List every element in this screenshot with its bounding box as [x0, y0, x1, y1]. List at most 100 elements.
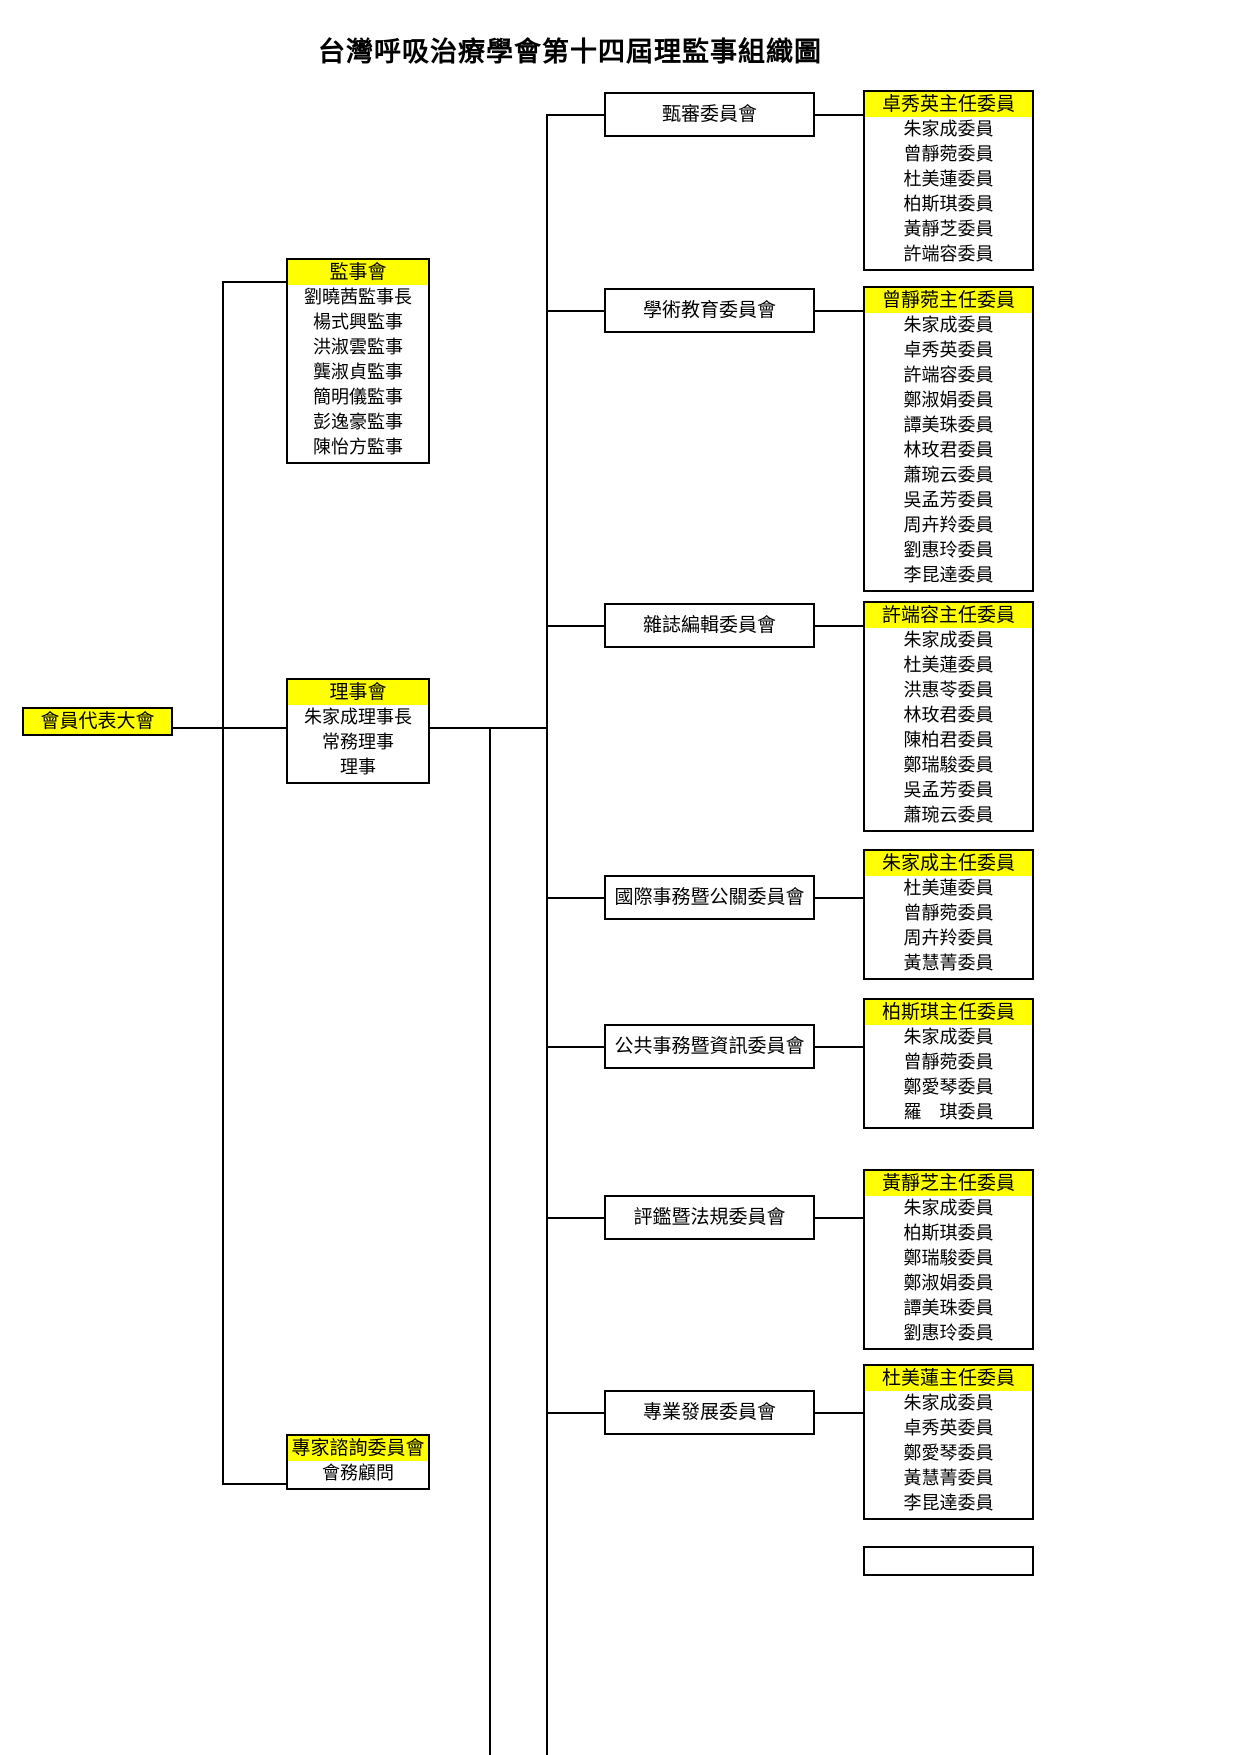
- node-committee-name-3[interactable]: 國際事務暨公關委員會: [604, 875, 815, 920]
- node-committee-name-0[interactable]: 甄審委員會: [604, 92, 815, 137]
- connector-to-committee-3: [546, 897, 604, 899]
- committee-chair-label: 柏斯琪主任委員: [865, 1000, 1032, 1025]
- committee-name-label: 國際事務暨公關委員會: [614, 886, 805, 908]
- board-of-directors-member: 朱家成理事長: [304, 707, 412, 728]
- committee-member: 曾靜菀委員: [903, 903, 994, 924]
- committee-name-label: 專業發展委員會: [642, 1401, 776, 1423]
- connector-committee-2-to-members: [815, 625, 863, 627]
- committee-member: 劉惠玲委員: [903, 540, 994, 561]
- supervisory-board-member: 陳怡方監事: [313, 437, 403, 458]
- supervisory-board-member: 彭逸豪監事: [313, 412, 403, 433]
- advisory-committee-member: 會務顧問: [322, 1463, 394, 1484]
- supervisory-board-member: 楊式興監事: [313, 312, 403, 333]
- node-committee-name-2[interactable]: 雜誌編輯委員會: [604, 603, 815, 648]
- board-of-directors-member: 理事: [340, 757, 376, 778]
- supervisory-board-header: 監事會: [288, 260, 428, 285]
- connector-trunk-to-supervisory: [222, 281, 286, 283]
- committee-member: 許端容委員: [903, 365, 994, 386]
- committee-member: 曾靜菀委員: [903, 144, 994, 165]
- committee-chair-label: 杜美蓮主任委員: [865, 1366, 1032, 1391]
- connector-to-committee-6: [546, 1412, 604, 1414]
- committee-member: 朱家成委員: [903, 119, 994, 140]
- committee-chair-label: 卓秀英主任委員: [865, 92, 1032, 117]
- committee-member: 周卉羚委員: [903, 928, 994, 949]
- node-committee-members-partial[interactable]: [863, 1546, 1034, 1576]
- node-committee-members-6[interactable]: 杜美蓮主任委員 朱家成委員 卓秀英委員 鄭愛琴委員 黃慧菁委員 李昆達委員: [863, 1364, 1034, 1520]
- connector-committee-trunk: [546, 114, 548, 1755]
- member-assembly-label: 會員代表大會: [24, 709, 171, 734]
- supervisory-board-member: 劉曉茜監事長: [304, 287, 412, 308]
- board-of-directors-header: 理事會: [288, 680, 428, 705]
- committee-chair-label: 許端容主任委員: [865, 603, 1032, 628]
- connector-to-committee-4: [546, 1046, 604, 1048]
- committee-member: 譚美珠委員: [903, 415, 994, 436]
- committee-member: 柏斯琪委員: [903, 194, 994, 215]
- connector-trunk-to-advisory: [222, 1483, 286, 1485]
- committee-member: 曾靜菀委員: [903, 1052, 994, 1073]
- supervisory-board-member: 簡明儀監事: [313, 387, 403, 408]
- node-committee-name-6[interactable]: 專業發展委員會: [604, 1390, 815, 1435]
- node-committee-name-4[interactable]: 公共事務暨資訊委員會: [604, 1024, 815, 1069]
- node-committee-members-0[interactable]: 卓秀英主任委員 朱家成委員 曾靜菀委員 杜美蓮委員 柏斯琪委員 黃靜芝委員 許端…: [863, 90, 1034, 271]
- committee-member: 李昆達委員: [903, 565, 994, 586]
- connector-committee-3-to-members: [815, 897, 863, 899]
- committee-member: 許端容委員: [903, 244, 994, 265]
- committee-member: 杜美蓮委員: [903, 878, 994, 899]
- committee-chair-label: 黃靜芝主任委員: [865, 1171, 1032, 1196]
- committee-member: 黃慧菁委員: [903, 953, 994, 974]
- committee-member: 鄭愛琴委員: [903, 1443, 994, 1464]
- node-member-assembly[interactable]: 會員代表大會: [22, 707, 173, 736]
- node-committee-members-3[interactable]: 朱家成主任委員 杜美蓮委員 曾靜菀委員 周卉羚委員 黃慧菁委員: [863, 849, 1034, 980]
- committee-member: 杜美蓮委員: [903, 169, 994, 190]
- committee-member: 周卉羚委員: [903, 515, 994, 536]
- connector-committee-5-to-members: [815, 1217, 863, 1219]
- connector-left-trunk: [222, 281, 224, 1483]
- committee-chair-label: 曾靜菀主任委員: [865, 288, 1032, 313]
- advisory-committee-header: 專家諮詢委員會: [288, 1436, 428, 1461]
- committee-member: 黃靜芝委員: [903, 219, 994, 240]
- node-committee-members-2[interactable]: 許端容主任委員 朱家成委員 杜美蓮委員 洪惠苓委員 林玫君委員 陳柏君委員 鄭瑞…: [863, 601, 1034, 832]
- connector-to-committee-2: [546, 625, 604, 627]
- node-advisory-committee[interactable]: 專家諮詢委員會 會務顧問: [286, 1434, 430, 1490]
- committee-member: 林玫君委員: [903, 705, 994, 726]
- node-committee-members-1[interactable]: 曾靜菀主任委員 朱家成委員 卓秀英委員 許端容委員 鄭淑娟委員 譚美珠委員 林玫…: [863, 286, 1034, 592]
- node-committee-members-4[interactable]: 柏斯琪主任委員 朱家成委員 曾靜菀委員 鄭愛琴委員 羅 琪委員: [863, 998, 1034, 1129]
- committee-member: 朱家成委員: [903, 1027, 994, 1048]
- committee-member: 陳柏君委員: [903, 730, 994, 751]
- committee-member: 卓秀英委員: [903, 1418, 994, 1439]
- board-of-directors-member: 常務理事: [322, 732, 394, 753]
- connector-committee-1-to-members: [815, 310, 863, 312]
- connector-assembly-to-trunk: [173, 727, 223, 729]
- committee-name-label: 公共事務暨資訊委員會: [614, 1035, 805, 1057]
- committee-member: 鄭淑娟委員: [903, 390, 994, 411]
- committee-member: 黃慧菁委員: [903, 1468, 994, 1489]
- committee-member: 劉惠玲委員: [903, 1323, 994, 1344]
- committee-member: 羅 琪委員: [903, 1102, 994, 1123]
- committee-member: 朱家成委員: [903, 1393, 994, 1414]
- committee-member: 杜美蓮委員: [903, 655, 994, 676]
- committee-member: 鄭愛琴委員: [903, 1077, 994, 1098]
- committee-member: 朱家成委員: [903, 630, 994, 651]
- committee-member: 柏斯琪委員: [903, 1223, 994, 1244]
- committee-member: 朱家成委員: [903, 315, 994, 336]
- committee-name-label: 甄審委員會: [661, 103, 757, 125]
- connector-to-committee-1: [546, 310, 604, 312]
- node-committee-members-5[interactable]: 黃靜芝主任委員 朱家成委員 柏斯琪委員 鄭瑞駿委員 鄭淑娟委員 譚美珠委員 劉惠…: [863, 1169, 1034, 1350]
- committee-member: 朱家成委員: [903, 1198, 994, 1219]
- committee-member: 卓秀英委員: [903, 340, 994, 361]
- committee-member: 吳孟芳委員: [903, 780, 994, 801]
- page-title: 台灣呼吸治療學會第十四屆理監事組織圖: [318, 37, 822, 68]
- connector-to-committee-5: [546, 1217, 604, 1219]
- node-committee-name-5[interactable]: 評鑑暨法規委員會: [604, 1195, 815, 1240]
- node-committee-name-1[interactable]: 學術教育委員會: [604, 288, 815, 333]
- committee-member: 蕭琬云委員: [903, 805, 994, 826]
- committee-member: 洪惠苓委員: [903, 680, 994, 701]
- connector-to-committee-0: [546, 114, 604, 116]
- committee-name-label: 雜誌編輯委員會: [642, 614, 776, 636]
- connector-committee-trunk-secondary: [489, 727, 491, 1755]
- committee-chair-label: 朱家成主任委員: [865, 851, 1032, 876]
- committee-member: 蕭琬云委員: [903, 465, 994, 486]
- node-board-of-directors[interactable]: 理事會 朱家成理事長 常務理事 理事: [286, 678, 430, 784]
- node-supervisory-board[interactable]: 監事會 劉曉茜監事長 楊式興監事 洪淑雲監事 龔淑貞監事 簡明儀監事 彭逸豪監事…: [286, 258, 430, 464]
- connector-committee-6-to-members: [815, 1412, 863, 1414]
